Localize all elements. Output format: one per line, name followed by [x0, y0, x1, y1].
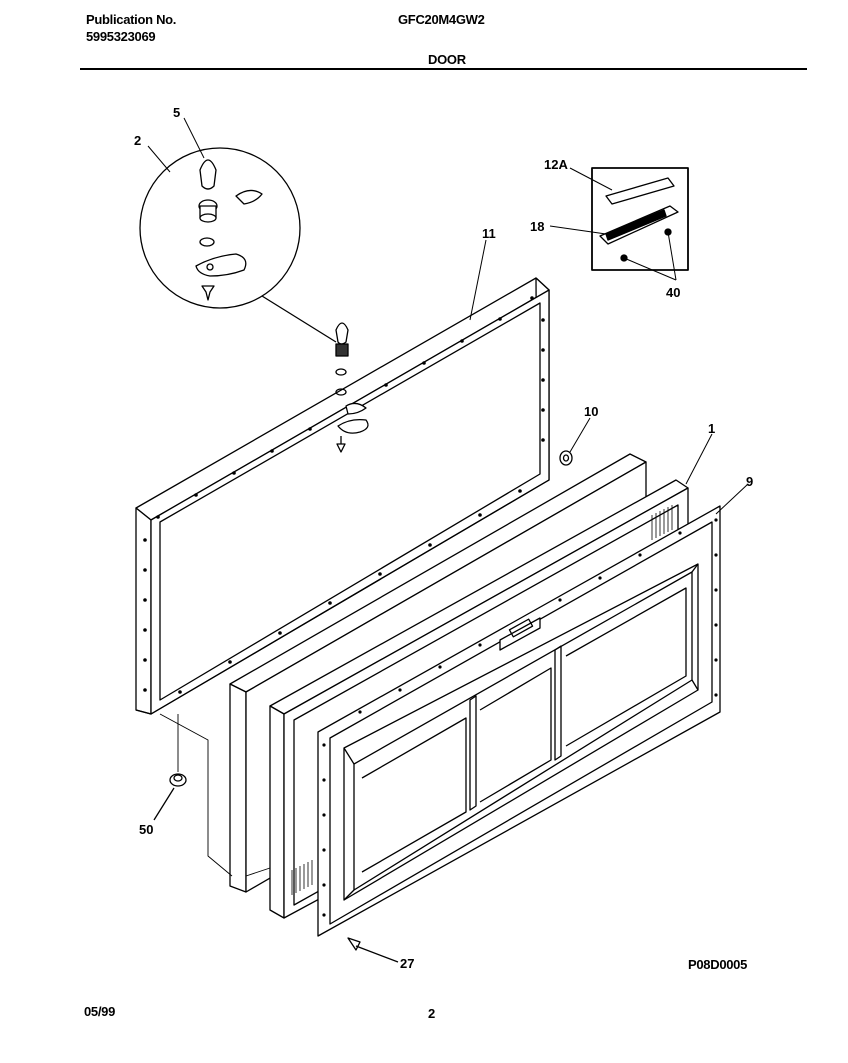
callout-11: 11 — [482, 226, 496, 241]
callout-5: 5 — [173, 105, 180, 120]
part-27-screw — [347, 937, 399, 963]
callout-10: 10 — [584, 404, 598, 419]
callout-50: 50 — [139, 822, 153, 837]
callout-1: 1 — [708, 421, 715, 436]
part-10-bumper — [559, 450, 573, 466]
part-11-gasket — [135, 277, 550, 715]
part-9-door-frame — [317, 505, 721, 937]
callout-12a: 12A — [544, 157, 568, 172]
section-title: DOOR — [428, 52, 466, 67]
callout-40: 40 — [666, 285, 680, 300]
hinge-on-door — [335, 322, 369, 453]
callout-9: 9 — [746, 474, 753, 489]
part-50-bumper — [153, 773, 187, 821]
callout-27: 27 — [400, 956, 414, 971]
part-2-hinge-detail — [139, 147, 337, 343]
callout-18: 18 — [530, 219, 544, 234]
callout-2: 2 — [134, 133, 141, 148]
model-number: GFC20M4GW2 — [398, 12, 485, 27]
header-rule — [80, 68, 807, 70]
publication-number: 5995323069 — [86, 29, 156, 44]
revision-date: 05/99 — [84, 1004, 116, 1019]
page-number: 2 — [428, 1006, 435, 1021]
leader-lines — [147, 117, 749, 515]
figure-code: P08D0005 — [688, 957, 748, 972]
handle-detail-inset — [591, 167, 689, 271]
publication-label: Publication No. — [86, 12, 177, 27]
